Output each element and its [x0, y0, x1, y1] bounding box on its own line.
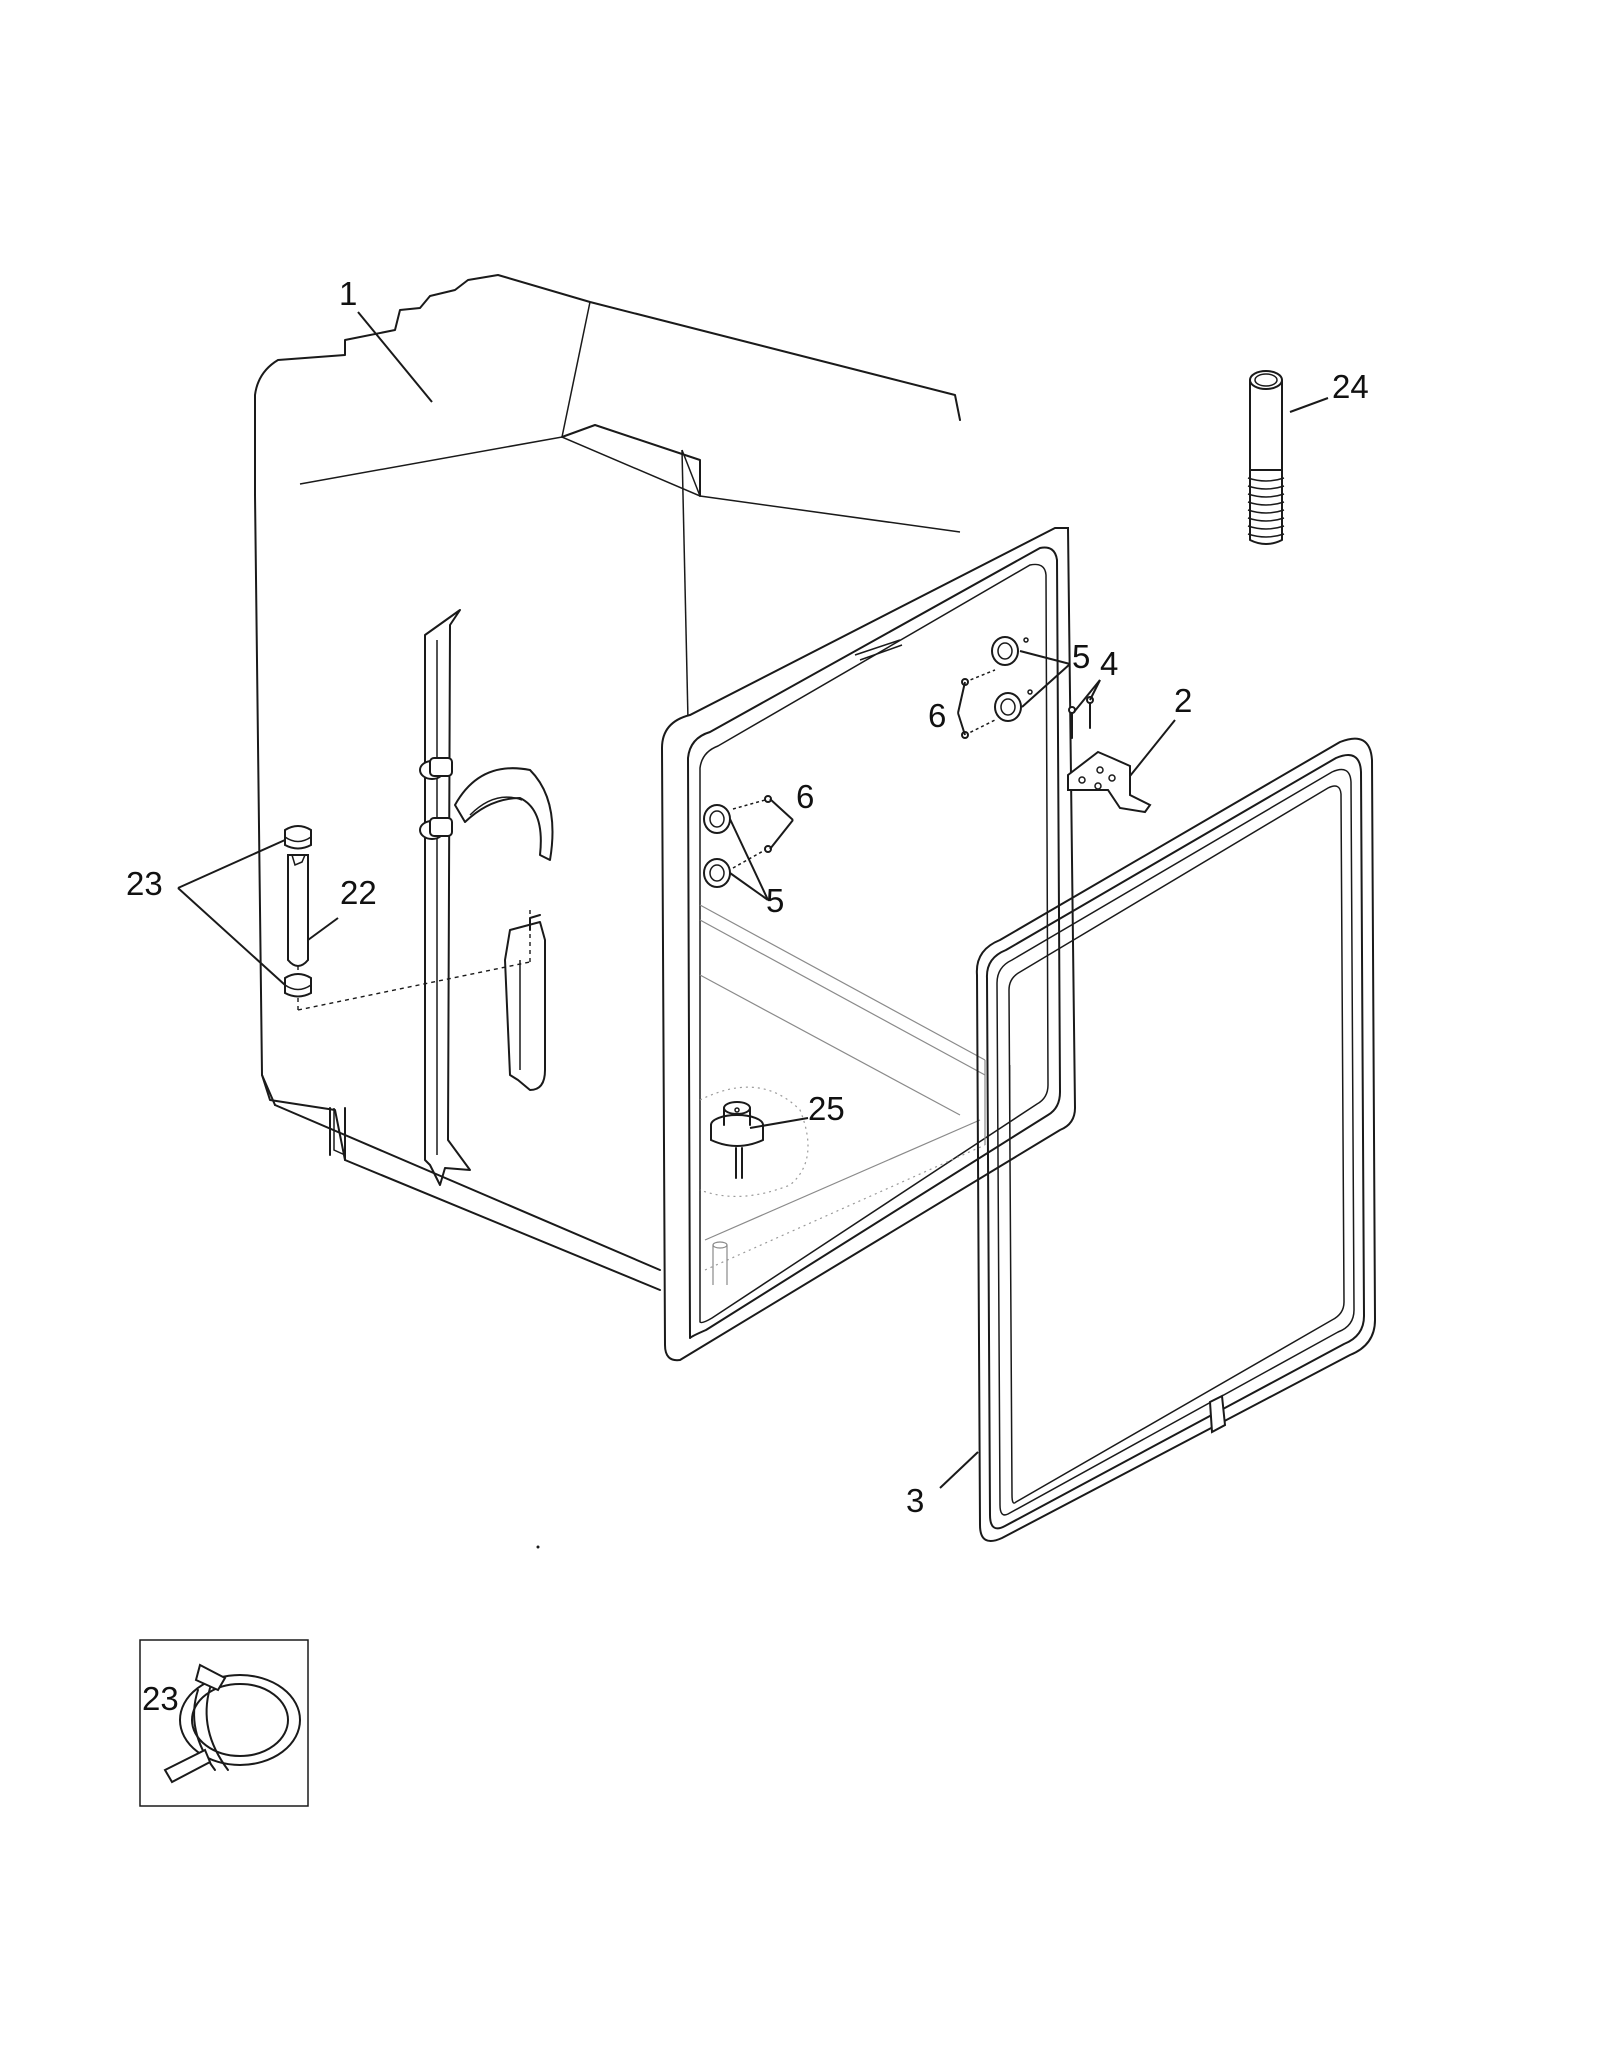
- callout-labels: 1 24 2 4 5 6 6 5 23 22 25 3 23: [126, 275, 1369, 1717]
- callout-23: 23: [126, 865, 163, 902]
- bearing-group-top: [991, 636, 1033, 722]
- hose-with-clamps: [284, 825, 312, 998]
- clamp-detail-inset: [139, 1639, 309, 1807]
- door-gasket: [975, 737, 1376, 1542]
- bracket: [1067, 750, 1152, 814]
- float: [710, 1101, 764, 1179]
- callout-1: 1: [339, 275, 357, 312]
- callout-24: 24: [1332, 368, 1369, 405]
- callout-2: 2: [1174, 682, 1192, 719]
- screw-pair-4: [1068, 696, 1094, 739]
- callout-6-bottom: 6: [796, 778, 814, 815]
- callout-25: 25: [808, 1090, 845, 1127]
- drain-pin: [712, 1241, 728, 1285]
- callout-5-top: 5: [1072, 638, 1090, 675]
- bearing-group-bottom: [703, 804, 731, 888]
- callout-22: 22: [340, 874, 377, 911]
- callout-23-inset: 23: [142, 1680, 179, 1717]
- callout-5-bottom: 5: [766, 882, 784, 919]
- callout-6-top: 6: [928, 697, 946, 734]
- callout-4: 4: [1100, 645, 1118, 682]
- leader-lines: [177, 311, 1329, 1489]
- screw-group-bottom: [732, 795, 772, 869]
- tube: [1247, 370, 1285, 545]
- tub-assembly: [254, 274, 1077, 1362]
- callout-3: 3: [906, 1482, 924, 1519]
- stray-dot: [536, 1545, 540, 1549]
